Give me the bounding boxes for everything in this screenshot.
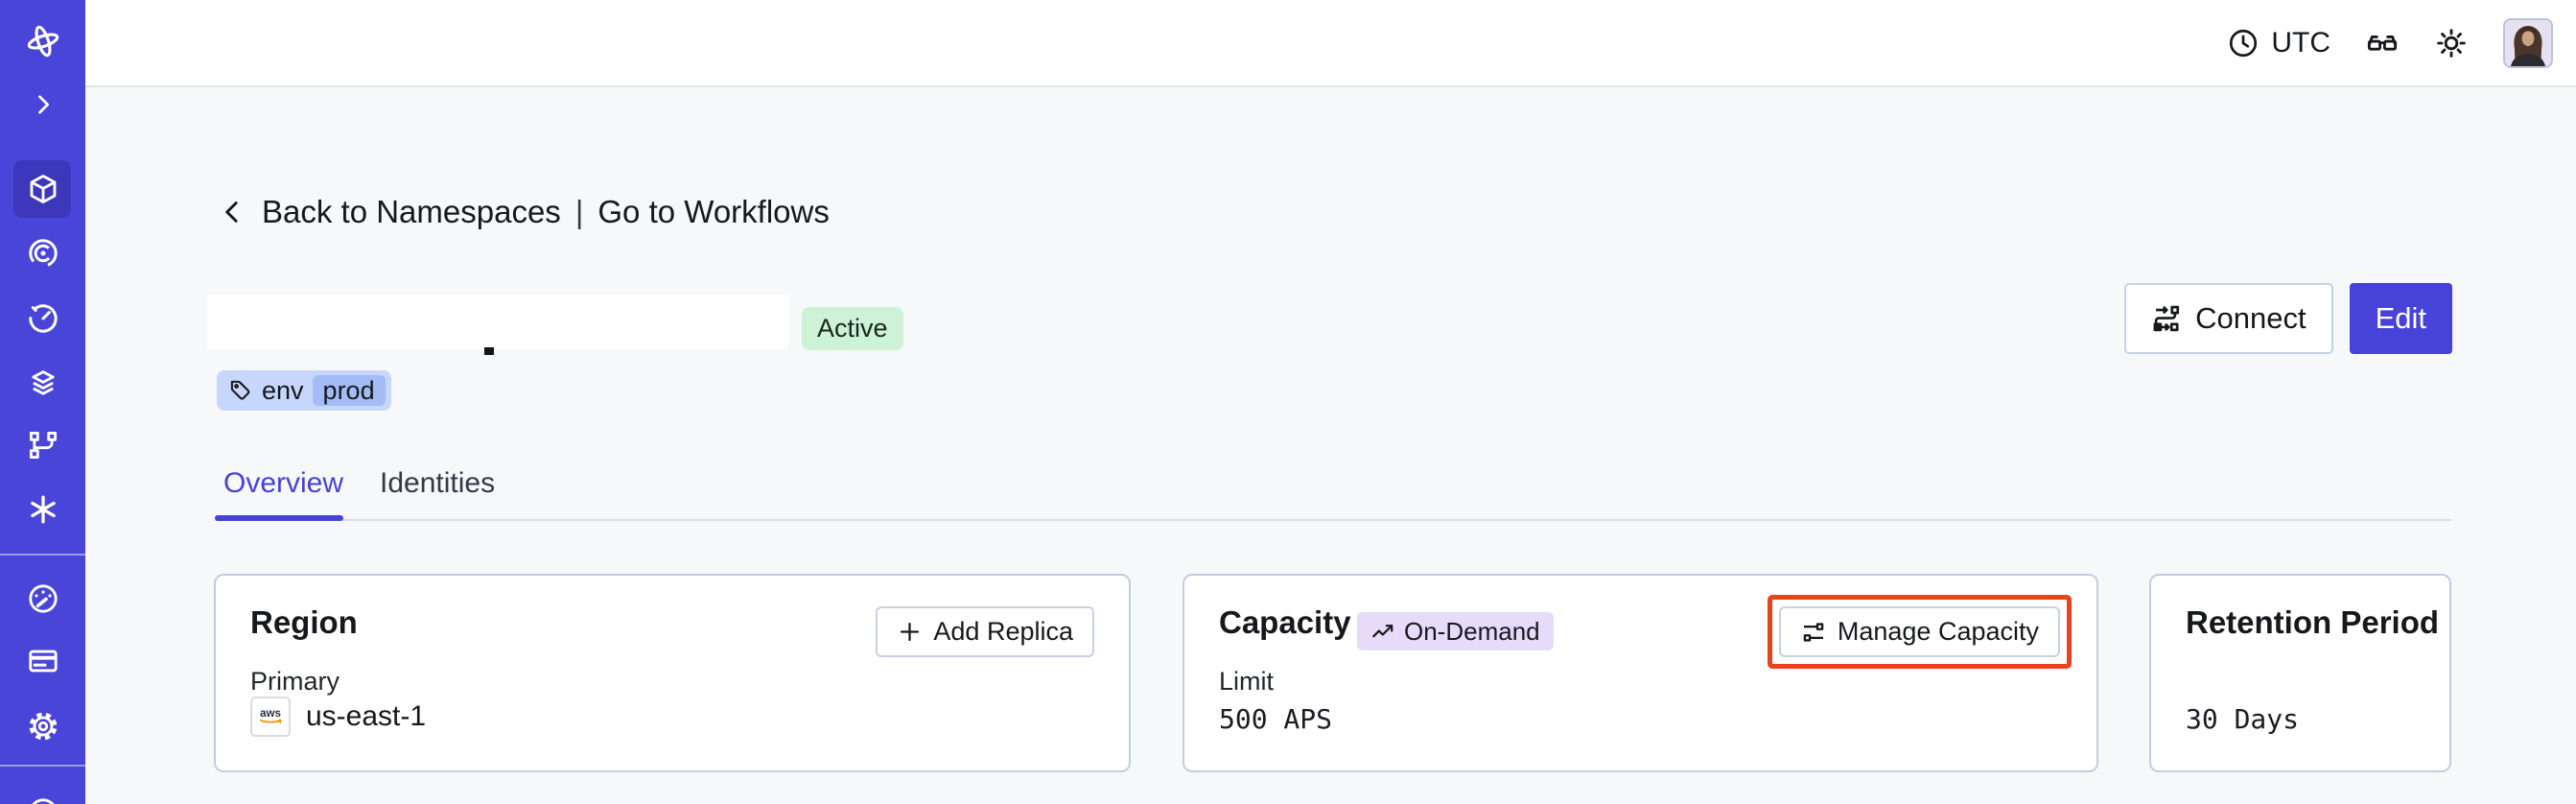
tag-value: prod [312, 375, 386, 406]
sidebar-item-nexus-asterisk-icon[interactable] [0, 492, 85, 527]
sidebar-item-batch-pipeline-icon[interactable] [0, 428, 85, 462]
plus-icon [897, 619, 923, 645]
trending-up-icon [1370, 619, 1395, 644]
on-demand-badge: On-Demand [1357, 612, 1554, 650]
temporal-logo[interactable] [0, 22, 85, 60]
region-card-title: Region [250, 604, 358, 640]
namespace-title-redacted [207, 295, 788, 349]
retention-card-title: Retention Period [2186, 604, 2440, 640]
tag-key: env [262, 375, 304, 405]
aws-logo: aws [250, 697, 291, 737]
manage-capacity-label: Manage Capacity [1837, 617, 2039, 646]
sidebar-item-billing-card-icon[interactable] [0, 644, 85, 678]
sidebar-item-settings-gear-icon[interactable] [0, 709, 85, 744]
status-badge: Active [802, 307, 903, 350]
add-replica-label: Add Replica [933, 617, 1073, 646]
breadcrumb-back-to-namespaces[interactable]: Back to Namespaces [262, 194, 561, 229]
top-bar-actions: UTC [2227, 17, 2576, 68]
sliders-icon [1800, 619, 1827, 646]
connect-button-label: Connect [2195, 301, 2307, 335]
connect-flow-icon [2151, 303, 2182, 334]
tag-icon [228, 378, 253, 403]
edit-button-label: Edit [2375, 301, 2426, 335]
sidebar-divider [0, 765, 85, 767]
timezone-selector[interactable]: UTC [2227, 27, 2330, 59]
edit-button[interactable]: Edit [2349, 283, 2452, 354]
region-value: us-east-1 [306, 700, 427, 732]
redaction-artifact [484, 347, 494, 355]
sidebar-expand-chevron-icon[interactable] [0, 91, 85, 118]
tab-identities[interactable]: Identities [380, 467, 496, 499]
sidebar-item-workflows-spiral-icon[interactable] [0, 236, 85, 271]
tab-overview[interactable]: Overview [223, 467, 344, 499]
breadcrumb-go-to-workflows[interactable]: Go to Workflows [597, 194, 830, 229]
region-primary-label: Primary [250, 667, 340, 696]
timezone-label: UTC [2271, 26, 2330, 59]
on-demand-label: On-Demand [1404, 616, 1540, 646]
capacity-limit-label: Limit [1219, 667, 1275, 696]
top-bar: UTC [85, 0, 2576, 87]
region-card: Region Add Replica Primary aws us-east-1 [214, 574, 1131, 772]
sidebar-item-namespaces-cube-icon[interactable] [0, 172, 85, 206]
connect-button[interactable]: Connect [2124, 283, 2333, 354]
theme-sun-icon[interactable] [2434, 26, 2469, 60]
codec-glasses-icon[interactable] [2365, 26, 2400, 60]
back-chevron-icon[interactable] [219, 198, 247, 226]
breadcrumb-separator: | [574, 194, 584, 229]
sidebar-nav [0, 0, 85, 804]
sidebar-item-deployments-layers-icon[interactable] [0, 366, 85, 400]
retention-value: 30 Days [2186, 703, 2300, 735]
capacity-limit-value: 500 APS [1219, 703, 1333, 735]
capacity-card: Capacity On-Demand Manage Capacity [1183, 574, 2098, 772]
header-actions: Connect Edit [2124, 283, 2452, 354]
attention-highlight-box: Manage Capacity [1767, 595, 2072, 669]
user-avatar[interactable] [2503, 17, 2553, 68]
sidebar-divider [0, 554, 85, 556]
sidebar-item-usage-gauge-icon[interactable] [0, 581, 85, 616]
breadcrumb: Back to Namespaces | Go to Workflows [219, 194, 830, 230]
namespace-tag-chip[interactable]: env prod [217, 370, 391, 411]
tabs-divider [215, 519, 2451, 521]
manage-capacity-button[interactable]: Manage Capacity [1778, 606, 2060, 657]
clock-icon [2227, 27, 2260, 59]
sidebar-item-support-icon[interactable] [0, 792, 85, 804]
add-replica-button[interactable]: Add Replica [876, 606, 1094, 657]
active-tab-underline [215, 515, 343, 521]
capacity-card-title: Capacity [1219, 604, 1351, 640]
svg-text:aws: aws [260, 708, 281, 720]
region-value-row: aws us-east-1 [250, 697, 426, 737]
retention-card: Retention Period 30 Days [2149, 574, 2451, 772]
sidebar-item-schedules-timer-icon[interactable] [0, 301, 85, 336]
